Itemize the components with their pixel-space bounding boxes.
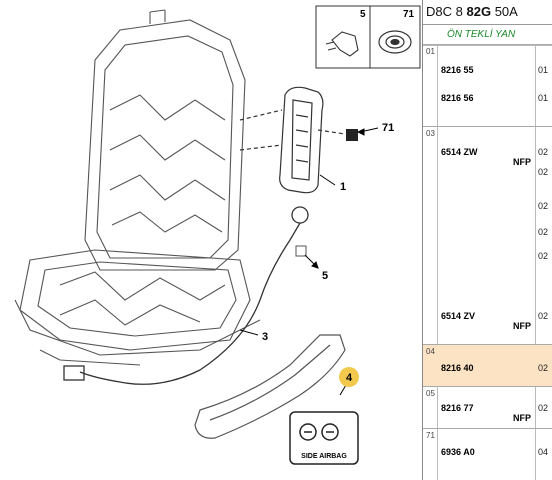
callout-4-highlight (339, 367, 359, 387)
part-number[interactable]: 6514 ZW (441, 147, 478, 157)
thumbnail-box: 5 71 (315, 5, 421, 69)
parts-header: D8C 8 82G 50A (423, 0, 552, 25)
grommet-thumb-icon (378, 30, 412, 54)
airbag-module-drawing (239, 86, 346, 194)
callout-1: 1 (340, 181, 346, 193)
part-quantity: 02 (538, 167, 549, 177)
part-quantity: 02 (538, 403, 549, 413)
parts-subtitle: ÖN TEKLİ YAN (423, 25, 552, 46)
nfp-flag: NFP (513, 413, 531, 423)
group-number: 04 (426, 347, 435, 356)
part-number[interactable]: 6514 ZV (441, 311, 476, 321)
seat-frame-drawing (14, 9, 261, 366)
thumb-num-71: 71 (403, 9, 415, 20)
clip-71-drawing (346, 129, 358, 141)
part-number[interactable]: 6936 A0 (441, 447, 475, 457)
part-quantity: 02 (538, 201, 549, 211)
thumb-num-5: 5 (360, 9, 366, 20)
parts-group-04[interactable]: 04 8216 40 02 (423, 344, 552, 387)
wiring-harness-drawing (63, 206, 309, 385)
connector-thumb-icon (325, 31, 359, 57)
parts-group-03[interactable]: 03 6514 ZW NFP 02 02 02 02 02 6514 ZV NFP 02 (423, 126, 552, 345)
parts-group-05[interactable]: 05 8216 77 NFP 02 (423, 386, 552, 429)
part-quantity: 02 (538, 227, 549, 237)
part-quantity: 02 (538, 363, 549, 373)
part-number[interactable]: 8216 77 (441, 403, 474, 413)
header-code-a: D8C 8 (426, 4, 463, 19)
group-number: 03 (426, 129, 435, 138)
group-number: 01 (426, 47, 435, 56)
nfp-flag: NFP (513, 321, 531, 331)
part-quantity: 01 (538, 65, 549, 75)
header-code-b: 82G (466, 4, 492, 19)
part-quantity: 02 (538, 311, 549, 321)
group-number: 05 (426, 389, 435, 398)
nfp-flag: NFP (513, 157, 531, 167)
part-number[interactable]: 8216 56 (441, 93, 474, 103)
parts-list-panel: D8C 8 82G 50A ÖN TEKLİ YAN 01 8216 55 01 82… (422, 0, 552, 480)
callout-3: 3 (262, 331, 268, 343)
part-number[interactable]: 8216 55 (441, 65, 474, 75)
part-quantity: 02 (538, 251, 549, 261)
part-quantity: 01 (538, 93, 549, 103)
side-airbag-badge: SIDE AIRBAG (289, 411, 359, 465)
part-quantity: 04 (538, 447, 549, 457)
badge-text: SIDE AIRBAG (301, 453, 347, 460)
exploded-diagram: SIDE AIRBAG 1 3 4 5 71 5 71 (14, 5, 421, 465)
callout-4: 4 (346, 372, 353, 384)
connector-5-drawing (295, 245, 307, 257)
group-number: 71 (426, 431, 435, 440)
callout-5: 5 (322, 270, 328, 282)
callout-71: 71 (382, 122, 394, 134)
header-code-c: 50A (494, 4, 518, 19)
part-quantity: 02 (538, 147, 549, 157)
trim-panel-drawing (194, 334, 346, 439)
parts-group-71[interactable]: 71 6936 A0 04 (423, 428, 552, 480)
leader-lines (239, 127, 379, 396)
parts-group-01[interactable]: 01 8216 55 01 8216 56 01 (423, 44, 552, 127)
part-number[interactable]: 8216 40 (441, 363, 474, 373)
